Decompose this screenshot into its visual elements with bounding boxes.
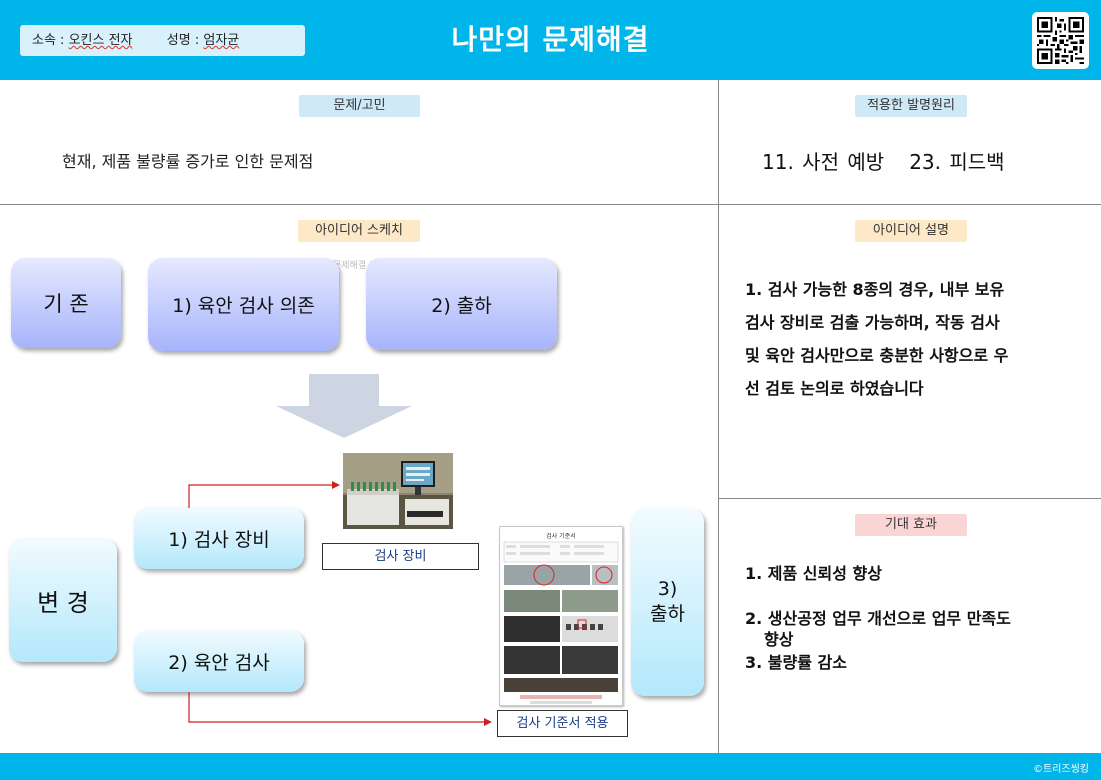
change-step-3-label: 출하 — [650, 602, 685, 627]
principle-text: 11. 사전 예방 23. 피드백 — [762, 146, 1005, 175]
idea-line-2: 검사 장비로 검출 가능하며, 작동 검사 — [745, 306, 1075, 339]
inspection-standard-document: 검사 기준서 — [499, 526, 623, 706]
problem-text: 현재, 제품 불량률 증가로 인한 문제점 — [62, 148, 313, 172]
existing-label: 기 존 — [43, 288, 88, 318]
existing-label-box: 기 존 — [11, 258, 121, 348]
change-step-2: 2) 육안 검사 — [168, 648, 270, 675]
effect-item-2-cont: 향상 — [764, 629, 793, 650]
idea-line-3: 및 육안 검사만으로 충분한 사항으로 우 — [745, 339, 1075, 372]
principle-tag: 적용한 발명원리 — [855, 95, 967, 117]
page-title: 나만의 문제해결 — [0, 18, 1101, 58]
divider-top — [0, 204, 1101, 205]
header-bar: 소속 : 오킨스 전자 성명 : 엄자균 나만의 문제해결 — [0, 0, 1101, 80]
equipment-arrow-icon — [185, 478, 345, 510]
document-title: 검사 기준서 — [500, 531, 622, 540]
idea-line-1: 1. 검사 가능한 8종의 경우, 내부 보유 — [745, 273, 1075, 306]
existing-step-ship-box: 2) 출하 — [366, 258, 557, 350]
effect-item-1: 1. 제품 신뢰성 향상 — [745, 563, 882, 584]
divider-vertical — [718, 80, 719, 753]
qr-code-icon[interactable] — [1032, 12, 1089, 69]
effect-item-2: 2. 생산공정 업무 개선으로 업무 만족도 — [745, 608, 1011, 629]
sketch-tag: 아이디어 스케치 — [298, 220, 420, 242]
down-arrow-icon — [276, 374, 412, 438]
effect-item-3: 3. 불량률 감소 — [745, 652, 847, 673]
equipment-caption: 검사 장비 — [322, 543, 479, 570]
idea-tag: 아이디어 설명 — [855, 220, 967, 242]
change-label: 변 경 — [37, 583, 89, 618]
footer-bar: ©트리즈씽킹 — [0, 753, 1101, 780]
copyright-text: ©트리즈씽킹 — [1033, 760, 1089, 775]
change-step-3-number: 3) — [658, 577, 678, 602]
idea-line-4: 선 검토 논의로 하였습니다 — [745, 372, 1075, 405]
problem-tag: 문제/고민 — [299, 95, 420, 117]
inspection-equipment-photo — [343, 453, 453, 529]
standard-arrow-icon — [185, 690, 497, 726]
effect-tag: 기대 효과 — [855, 514, 967, 536]
change-step-visual-box: 2) 육안 검사 — [134, 630, 304, 692]
divider-right-mid — [719, 498, 1101, 499]
change-step-ship-box: 3) 출하 — [631, 508, 704, 696]
change-step-equipment-box: 1) 검사 장비 — [134, 507, 304, 569]
change-step-1: 1) 검사 장비 — [168, 525, 270, 552]
existing-step-1: 1) 육안 검사 의존 — [172, 291, 315, 318]
existing-step-visual-box: 1) 육안 검사 의존 — [148, 258, 339, 351]
existing-step-2: 2) 출하 — [431, 291, 492, 318]
change-label-box: 변 경 — [9, 538, 117, 662]
standard-caption: 검사 기준서 적용 — [497, 710, 628, 737]
idea-description: 1. 검사 가능한 8종의 경우, 내부 보유 검사 장비로 검출 가능하며, … — [745, 273, 1075, 405]
